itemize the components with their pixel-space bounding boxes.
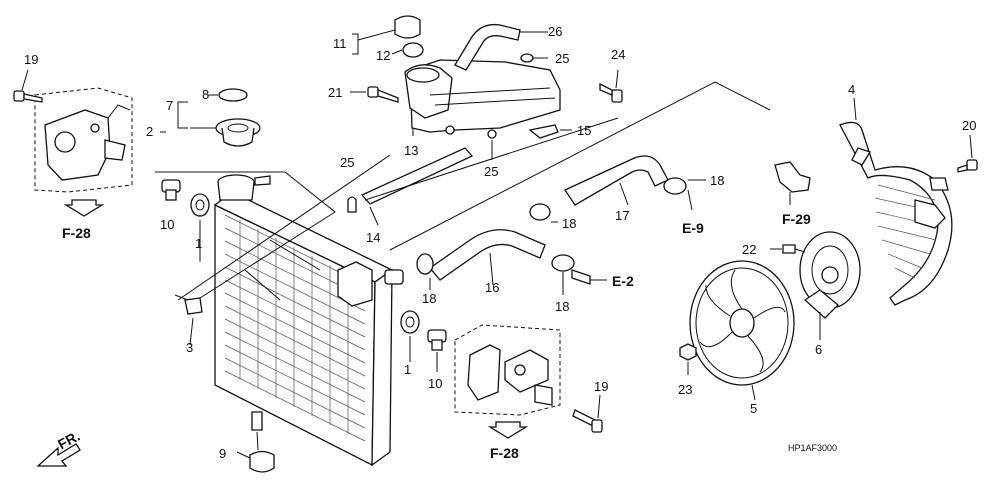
ref-f28-upper: F-28 <box>62 225 91 241</box>
label-5: 5 <box>750 401 757 416</box>
label-10-upper: 10 <box>160 217 174 232</box>
label-2: 2 <box>146 124 153 139</box>
bracket-group-upper <box>34 87 133 193</box>
label-12: 12 <box>376 48 390 63</box>
label-24: 24 <box>611 47 625 62</box>
grommet-3 <box>174 294 203 315</box>
ref-f29: F-29 <box>782 211 811 227</box>
label-6: 6 <box>815 342 822 357</box>
nut-23 <box>679 343 697 375</box>
bolt-19-lower <box>572 394 603 433</box>
label-25-left: 25 <box>340 155 354 170</box>
clip-25 <box>347 53 548 213</box>
label-7: 7 <box>166 98 173 113</box>
hose-26 <box>454 23 548 71</box>
reservoir-tank <box>404 59 561 136</box>
label-25-top: 25 <box>555 51 569 66</box>
bolt-24 <box>599 69 623 103</box>
label-17: 17 <box>615 208 629 223</box>
label-14: 14 <box>366 230 380 245</box>
label-18-b: 18 <box>710 173 724 188</box>
cooling-fan <box>689 260 795 401</box>
label-21: 21 <box>328 85 342 100</box>
bolt-22 <box>770 244 806 254</box>
label-10-lower: 10 <box>428 376 442 391</box>
hose-17 <box>564 155 669 206</box>
label-3: 3 <box>186 340 193 355</box>
label-4: 4 <box>848 82 855 97</box>
label-23: 23 <box>678 382 692 397</box>
label-19-upper: 19 <box>24 52 38 67</box>
cap-10-lower <box>427 329 447 351</box>
ref-e9: E-9 <box>682 220 704 236</box>
label-20: 20 <box>962 118 976 133</box>
label-25-mid: 25 <box>484 164 498 179</box>
ref-f28-lower: F-28 <box>490 445 519 461</box>
radiator <box>213 174 404 473</box>
clamp-18 <box>416 177 706 295</box>
leader-main <box>389 81 771 251</box>
part-labels: 19 2 7 8 10 1 3 9 11 12 21 13 25 14 26 2… <box>24 24 976 461</box>
label-13: 13 <box>404 143 418 158</box>
leader-lines-radiator <box>155 154 438 459</box>
cap-10-upper <box>161 179 181 201</box>
radiator-cap <box>160 88 261 147</box>
label-15: 15 <box>577 123 591 138</box>
grommet-1-lower <box>400 310 420 334</box>
label-18-d: 18 <box>555 299 569 314</box>
label-22: 22 <box>742 242 756 257</box>
label-18-c: 18 <box>422 291 436 306</box>
bracket-group-lower <box>454 324 561 416</box>
label-19-lower: 19 <box>594 379 608 394</box>
arrow-f28-lower <box>487 421 529 439</box>
leader-tank <box>364 117 619 201</box>
label-8: 8 <box>202 87 209 102</box>
bolt-20 <box>957 134 978 173</box>
bolt-21 <box>350 86 399 103</box>
reservoir-cap-11 <box>352 15 424 58</box>
ref-arrows <box>571 189 693 285</box>
label-1-lower: 1 <box>404 362 411 377</box>
hose-16 <box>429 229 546 286</box>
stay-15 <box>528 124 572 139</box>
bracket-f29 <box>774 161 811 205</box>
arrow-f28-upper <box>63 199 105 217</box>
label-1-upper: 1 <box>195 236 202 251</box>
label-18-a: 18 <box>562 216 576 231</box>
ref-e2: E-2 <box>612 273 634 289</box>
label-16: 16 <box>485 280 499 295</box>
grommet-1-upper <box>190 193 210 217</box>
fan-motor <box>799 231 861 340</box>
front-arrow <box>36 443 81 467</box>
label-26: 26 <box>548 24 562 39</box>
label-9: 9 <box>219 446 226 461</box>
diagram-code: HP1AF3000 <box>788 443 837 453</box>
hose-14 <box>360 147 474 226</box>
bolt-19-upper <box>13 69 43 103</box>
fan-shroud <box>839 97 953 306</box>
label-11: 11 <box>333 36 347 51</box>
